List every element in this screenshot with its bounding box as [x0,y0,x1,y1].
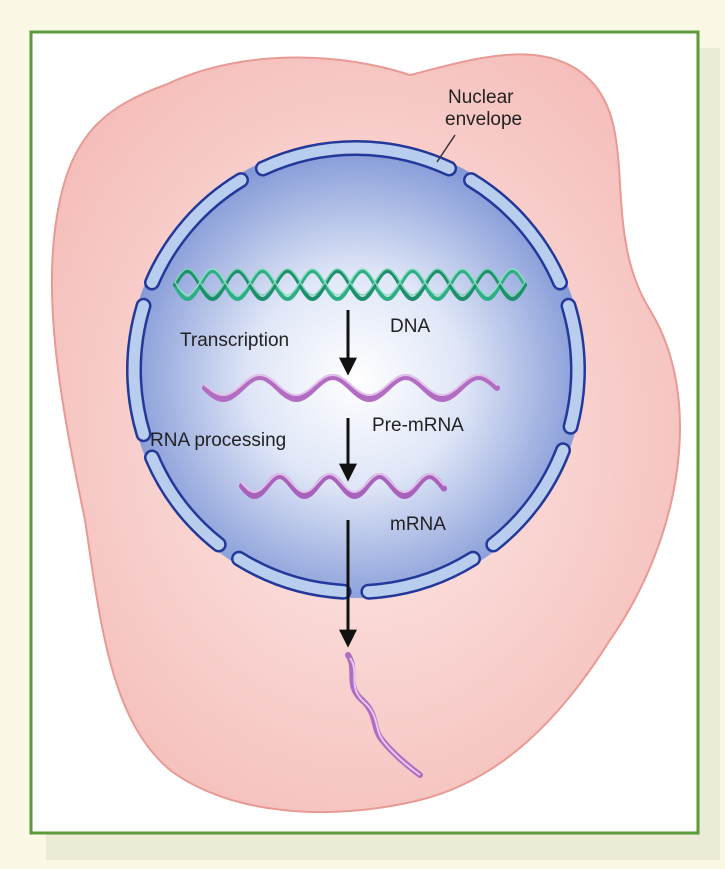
pre-mrna-ribbon [202,373,500,403]
envelope-segment [146,452,225,550]
exported-mrna-highlight [349,657,421,776]
envelope-segment [146,174,247,288]
label-envelope: envelope [445,109,522,130]
envelope-segment [487,444,569,550]
label-rna-processing: RNA processing [150,430,286,451]
pre-mrna-highlight [204,373,498,397]
mrna-ribbon [239,472,447,500]
pre-mrna-strand [202,373,500,403]
envelope-segment [465,174,566,288]
nuclear-envelope-leader [436,134,456,163]
envelope-segment [362,553,479,598]
mrna-strand [239,472,447,500]
label-dna: DNA [390,316,430,337]
label-nuclear: Nuclear [448,87,514,108]
envelope-segment [257,142,455,174]
label-transcription: Transcription [180,330,289,351]
label-pre-mrna: Pre-mRNA [372,415,464,436]
envelope-segment [233,553,350,598]
envelope-segment [128,300,149,440]
envelope-segment [563,300,584,433]
dna-double-helix [173,268,527,302]
dna-strand-2-highlight [174,268,526,296]
exported-mrna [345,652,423,778]
nuclear-envelope [126,140,586,600]
dna-strand-2 [173,268,527,302]
mrna-highlight [241,472,445,494]
label-mrna: mRNA [390,514,446,535]
